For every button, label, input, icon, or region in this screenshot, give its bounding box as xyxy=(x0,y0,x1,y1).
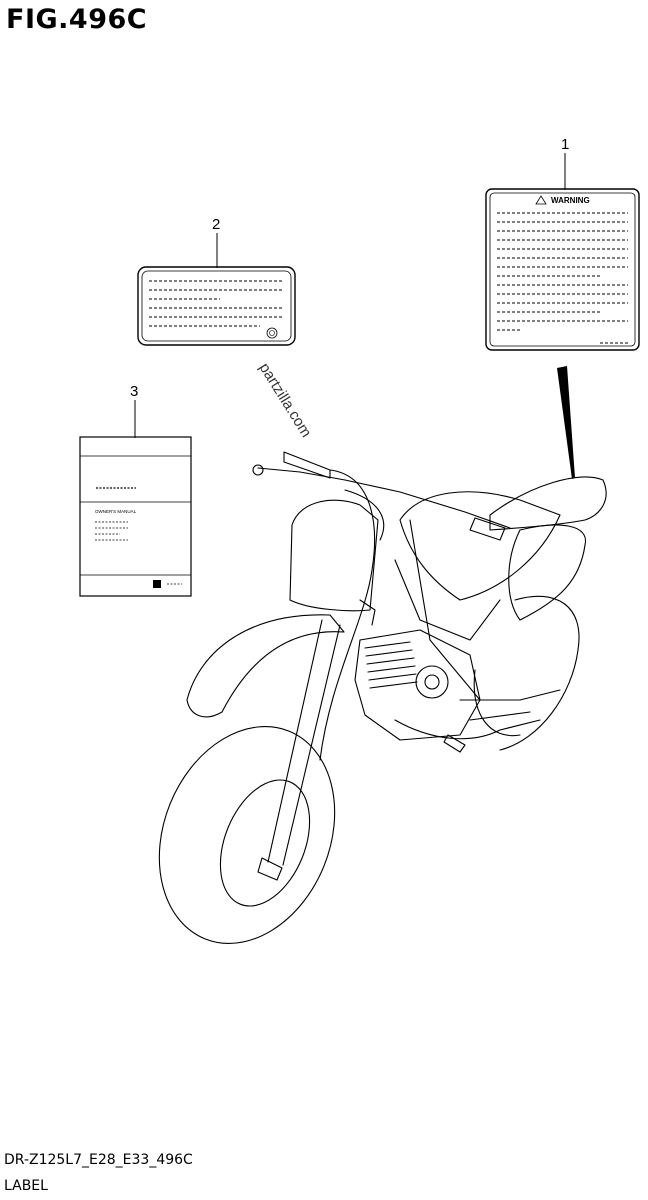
callout-2-number: 2 xyxy=(212,216,221,233)
warning-triangle-icon xyxy=(535,195,547,205)
figure-title: FIG.496C xyxy=(6,4,148,35)
engine xyxy=(354,629,481,741)
swingarm xyxy=(459,689,561,721)
warning-label-part: WARNING xyxy=(485,188,640,351)
callout-1-number: 1 xyxy=(561,136,570,153)
front-rim xyxy=(219,779,311,907)
motorcycle-illustration xyxy=(158,451,607,944)
id-label-part xyxy=(137,266,296,346)
diagram-caption: LABEL xyxy=(4,1178,48,1194)
brake-cable xyxy=(319,469,375,761)
suzuki-logo-icon xyxy=(153,580,161,588)
fuel-tank xyxy=(399,491,561,601)
seat xyxy=(489,476,607,531)
rear-tire xyxy=(499,595,580,751)
copyright-icon xyxy=(266,327,278,339)
front-fender xyxy=(186,614,345,718)
callout-3-number: 3 xyxy=(130,383,139,400)
engine-fins xyxy=(364,641,418,689)
frame xyxy=(394,519,501,701)
leader-lines xyxy=(134,153,566,438)
owners-manual-part: OWNER'S MANUAL xyxy=(79,436,192,597)
label-location-pointer xyxy=(557,366,575,479)
owners-manual-title: OWNER'S MANUAL xyxy=(95,509,137,514)
footpeg xyxy=(443,734,466,753)
front-fork xyxy=(267,619,341,866)
diagram-code: DR-Z125L7_E28_E33_496C xyxy=(4,1152,193,1168)
number-plate xyxy=(289,499,379,612)
front-tire xyxy=(158,726,336,944)
side-panel xyxy=(508,524,587,621)
warning-label-heading: WARNING xyxy=(551,196,590,205)
handlebar xyxy=(257,467,511,529)
